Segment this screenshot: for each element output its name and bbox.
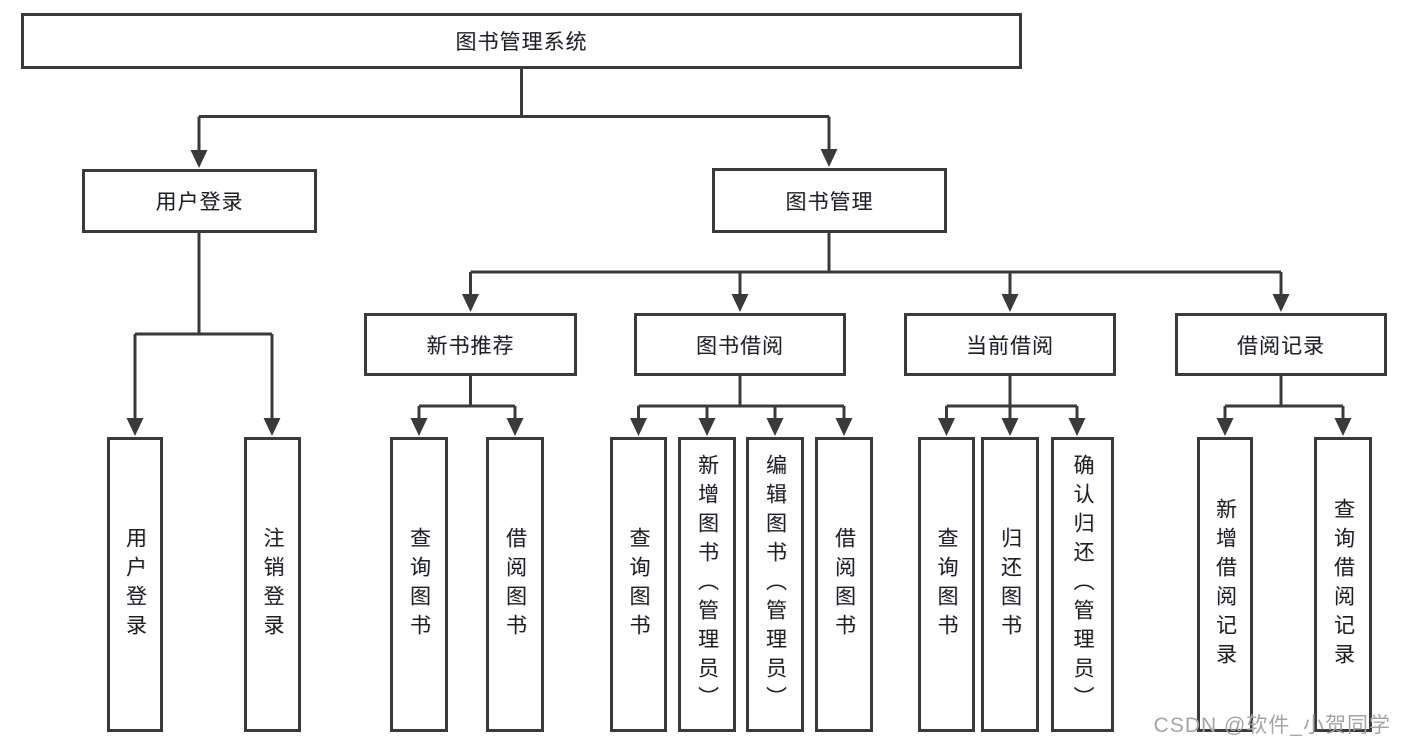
leaf-logout: 注销登录 [244, 437, 301, 732]
connector-root-to-level2 [197, 69, 831, 151]
arrowheads-level2 [190, 149, 838, 168]
connector-book-borrow-children [637, 376, 846, 421]
leaf-return-books: 归还图书 [981, 437, 1039, 732]
arrowheads-borrow-record-children [1216, 418, 1352, 436]
leaf-query-borrow-record: 查询借阅记录 [1314, 437, 1372, 732]
leaf-user-login: 用户登录 [107, 437, 163, 732]
leaf-add-borrow-record: 新增借阅记录 [1197, 437, 1253, 732]
leaf-borrow-books-recommend: 借阅图书 [486, 437, 544, 732]
arrowheads-book-borrow-children [630, 418, 853, 436]
arrowheads-level3 [462, 294, 1290, 312]
leaf-query-books-current: 查询图书 [918, 437, 975, 732]
node-user-login: 用户登录 [82, 169, 317, 233]
connector-current-borrow-children [945, 376, 1079, 421]
node-current-borrowing: 当前借阅 [904, 313, 1116, 376]
leaf-edit-books-admin: 编辑图书（管理员） [746, 437, 804, 732]
connector-borrow-record-children [1223, 376, 1345, 421]
connector-user-login-children [133, 233, 274, 420]
leaf-confirm-return-admin: 确认归还（管理员） [1051, 437, 1114, 732]
connector-book-mgmt-to-level3 [469, 233, 1283, 296]
node-borrowing-records: 借阅记录 [1175, 313, 1387, 376]
arrowheads-new-book-children [410, 418, 524, 436]
node-book-management: 图书管理 [712, 168, 947, 233]
leaf-borrow-books: 借阅图书 [815, 437, 873, 732]
leaf-add-books-admin: 新增图书（管理员） [678, 437, 736, 732]
leaf-query-books-recommend: 查询图书 [390, 437, 448, 732]
connector-new-book-children [417, 376, 517, 421]
node-new-book-recommend: 新书推荐 [364, 313, 577, 376]
arrowheads-current-borrow-children [938, 418, 1086, 436]
node-library-management-system: 图书管理系统 [21, 13, 1022, 69]
node-book-borrowing: 图书借阅 [634, 313, 846, 376]
arrowheads-user-login-children [126, 418, 281, 436]
csdn-watermark: CSDN @软件_小贺同学 [1153, 714, 1391, 737]
leaf-query-books: 查询图书 [610, 437, 667, 732]
